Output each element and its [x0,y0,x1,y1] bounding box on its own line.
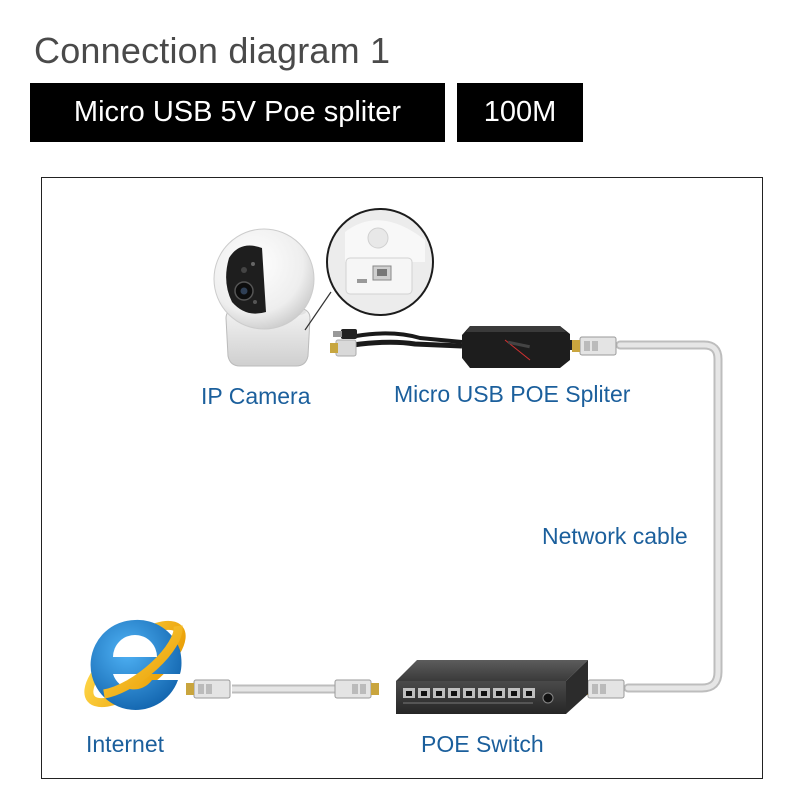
speed-badge: 100M [457,83,583,142]
internet-label: Internet [86,731,164,757]
product-badge: Micro USB 5V Poe spliter [30,83,445,142]
diagram-frame [41,177,763,779]
rj45-connector-icon [334,679,379,699]
splitter-label: Micro USB POE Spliter [394,381,631,407]
splitter-detail-inset [304,208,434,331]
ip-camera-icon [213,228,315,367]
poe-switch-label: POE Switch [421,731,544,757]
internet-explorer-icon [84,619,186,710]
network-cable-label: Network cable [542,523,688,549]
poe-splitter-icon [330,326,580,368]
rj45-connector-icon [186,679,231,699]
diagram-title: Connection diagram 1 [34,30,391,71]
network-cable [615,340,723,693]
poe-switch-icon [396,660,588,714]
rj45-connector-icon [572,336,617,356]
ip-camera-label: IP Camera [201,383,311,409]
